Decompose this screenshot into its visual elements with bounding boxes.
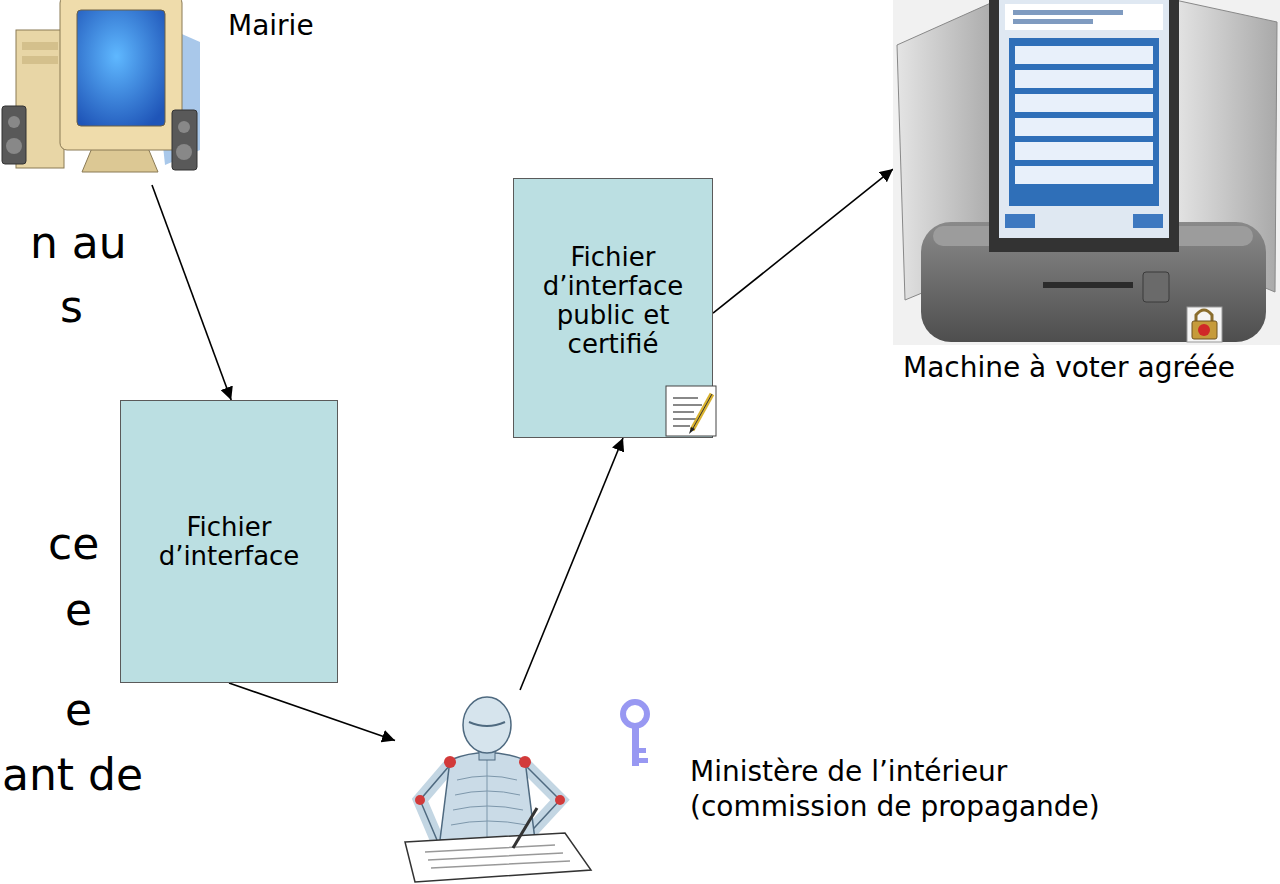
voting-machine-illustration <box>893 0 1280 345</box>
flow-arrow <box>713 169 893 313</box>
voting-machine: Machine à voter agréée <box>893 0 1280 345</box>
slide-text-fragment: ant de <box>2 752 143 798</box>
label-anchor: ce <box>48 521 99 567</box>
slide-text-fragment: s <box>60 284 83 330</box>
label-anchor: e <box>65 687 92 733</box>
flow-arrow <box>229 683 395 740</box>
slide-text-fragment: e <box>65 587 92 633</box>
label-anchor: s <box>60 284 83 330</box>
figure-label: Mairie <box>228 10 314 42</box>
certificate-icon <box>664 384 719 439</box>
flow-arrow <box>152 185 231 400</box>
official-illustration <box>395 690 660 884</box>
slide-text-fragment: ce <box>48 521 99 567</box>
label-anchor: Ministère de l’intérieur <box>690 756 1007 788</box>
slide-text-fragment: e <box>65 687 92 733</box>
figure-label: Ministère de l’intérieur <box>690 756 1007 788</box>
label-anchor: e <box>65 587 92 633</box>
label-anchor: Mairie <box>228 10 314 42</box>
box-text: Fichier d’interface <box>141 513 317 571</box>
slide-text-fragment: n au <box>30 220 127 266</box>
town-hall-computer: Mairie <box>0 0 200 185</box>
flow-arrow <box>520 438 623 690</box>
computer-illustration <box>0 0 200 185</box>
box-text: Fichier d’interface public et certifié <box>524 243 702 359</box>
ministry-figure: Ministère de l’intérieur(commission de p… <box>395 690 600 884</box>
file-box: Fichier d’interface <box>120 400 338 683</box>
figure-label: (commission de propagande) <box>690 791 1100 823</box>
label-anchor: (commission de propagande) <box>690 791 1100 823</box>
certified-file-box: Fichier d’interface public et certifié <box>513 178 713 438</box>
label-anchor: ant de <box>2 752 143 798</box>
label-anchor: n au <box>30 220 127 266</box>
label-anchor: Machine à voter agréée <box>903 352 1235 384</box>
figure-label: Machine à voter agréée <box>903 352 1235 384</box>
